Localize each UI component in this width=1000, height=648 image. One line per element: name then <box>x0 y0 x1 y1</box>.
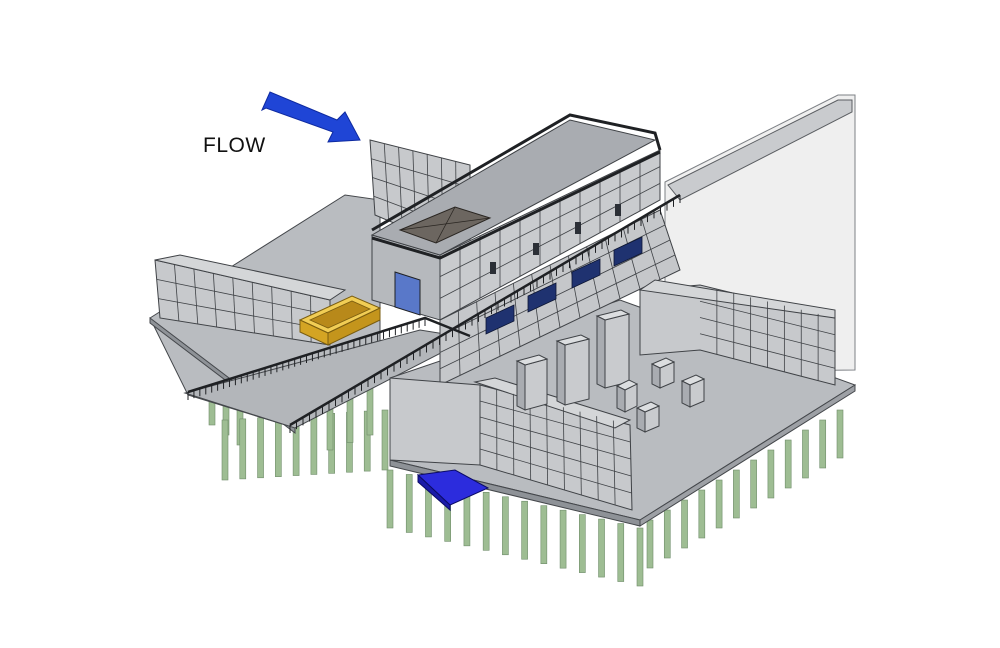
pier <box>604 313 630 389</box>
intake-screen <box>571 258 601 289</box>
pile-foundation <box>208 339 844 587</box>
block-joint <box>156 278 331 316</box>
pier-side <box>651 363 661 389</box>
intake-screen <box>485 304 515 335</box>
pile <box>540 505 548 564</box>
building-window <box>490 262 496 274</box>
pile <box>598 518 605 578</box>
pile <box>310 414 318 475</box>
building-window <box>533 243 539 255</box>
intake-screen <box>613 236 643 267</box>
block-joint <box>596 416 599 501</box>
pile <box>681 499 688 549</box>
pile <box>646 519 654 569</box>
pile <box>784 439 792 489</box>
building-window <box>575 222 581 234</box>
flow-label: FLOW <box>203 134 266 157</box>
front-wall <box>389 377 633 511</box>
pile <box>617 523 625 582</box>
pile <box>221 419 229 481</box>
block-joint <box>439 182 661 299</box>
pier <box>524 358 548 411</box>
pile <box>386 469 394 529</box>
block-joint <box>193 268 199 325</box>
pier-side <box>516 360 526 411</box>
pier-side <box>596 315 606 389</box>
block-joint <box>612 420 616 506</box>
block-joint <box>562 407 565 491</box>
block-joint <box>232 277 236 331</box>
intake-screen <box>527 282 557 313</box>
pile <box>836 409 844 459</box>
block-joint <box>699 317 836 352</box>
pile <box>636 527 644 587</box>
piers <box>515 309 706 433</box>
pile <box>750 459 757 509</box>
pile <box>715 479 723 529</box>
pier <box>564 338 590 406</box>
left-wing-wall <box>154 254 347 346</box>
pile <box>802 429 809 479</box>
pile <box>239 418 247 480</box>
pile <box>579 514 586 573</box>
pile <box>502 496 509 556</box>
pile <box>733 469 740 519</box>
block-joint <box>439 254 676 370</box>
block-joint <box>479 432 632 477</box>
pile <box>698 489 706 539</box>
block-joint <box>290 291 293 340</box>
pile <box>482 492 490 551</box>
control-building <box>370 113 662 321</box>
block-joint <box>579 411 582 496</box>
right-wall <box>638 279 836 386</box>
pile <box>663 509 671 559</box>
intake-wall <box>439 209 681 386</box>
pile <box>257 417 264 479</box>
pile <box>521 500 528 560</box>
building-window <box>615 204 621 216</box>
pile <box>275 416 282 477</box>
pier-side <box>636 407 646 433</box>
pile <box>381 409 389 471</box>
pile <box>405 474 413 533</box>
block-joint <box>699 300 836 336</box>
block-joint <box>546 402 548 486</box>
block-joint <box>479 448 632 494</box>
block-joint <box>479 416 631 460</box>
block-joint <box>439 166 661 278</box>
block-joint <box>699 333 836 369</box>
flow-arrow-icon <box>260 91 361 143</box>
block-joint <box>479 400 631 443</box>
door <box>394 271 421 316</box>
block-joint <box>529 398 532 481</box>
block-joint <box>271 286 274 337</box>
lower-slab-edge-right <box>639 384 856 527</box>
pile <box>819 419 827 469</box>
pile <box>767 449 775 499</box>
pier-side <box>616 385 626 413</box>
block-joint <box>251 282 255 334</box>
pier-side <box>556 340 566 406</box>
block-joint <box>212 273 218 328</box>
blue-sump <box>416 469 490 512</box>
pier-side <box>681 380 691 408</box>
roof-railing <box>371 113 662 232</box>
yellow-tank <box>298 295 382 346</box>
block-joint <box>174 264 180 322</box>
pile <box>559 509 567 569</box>
